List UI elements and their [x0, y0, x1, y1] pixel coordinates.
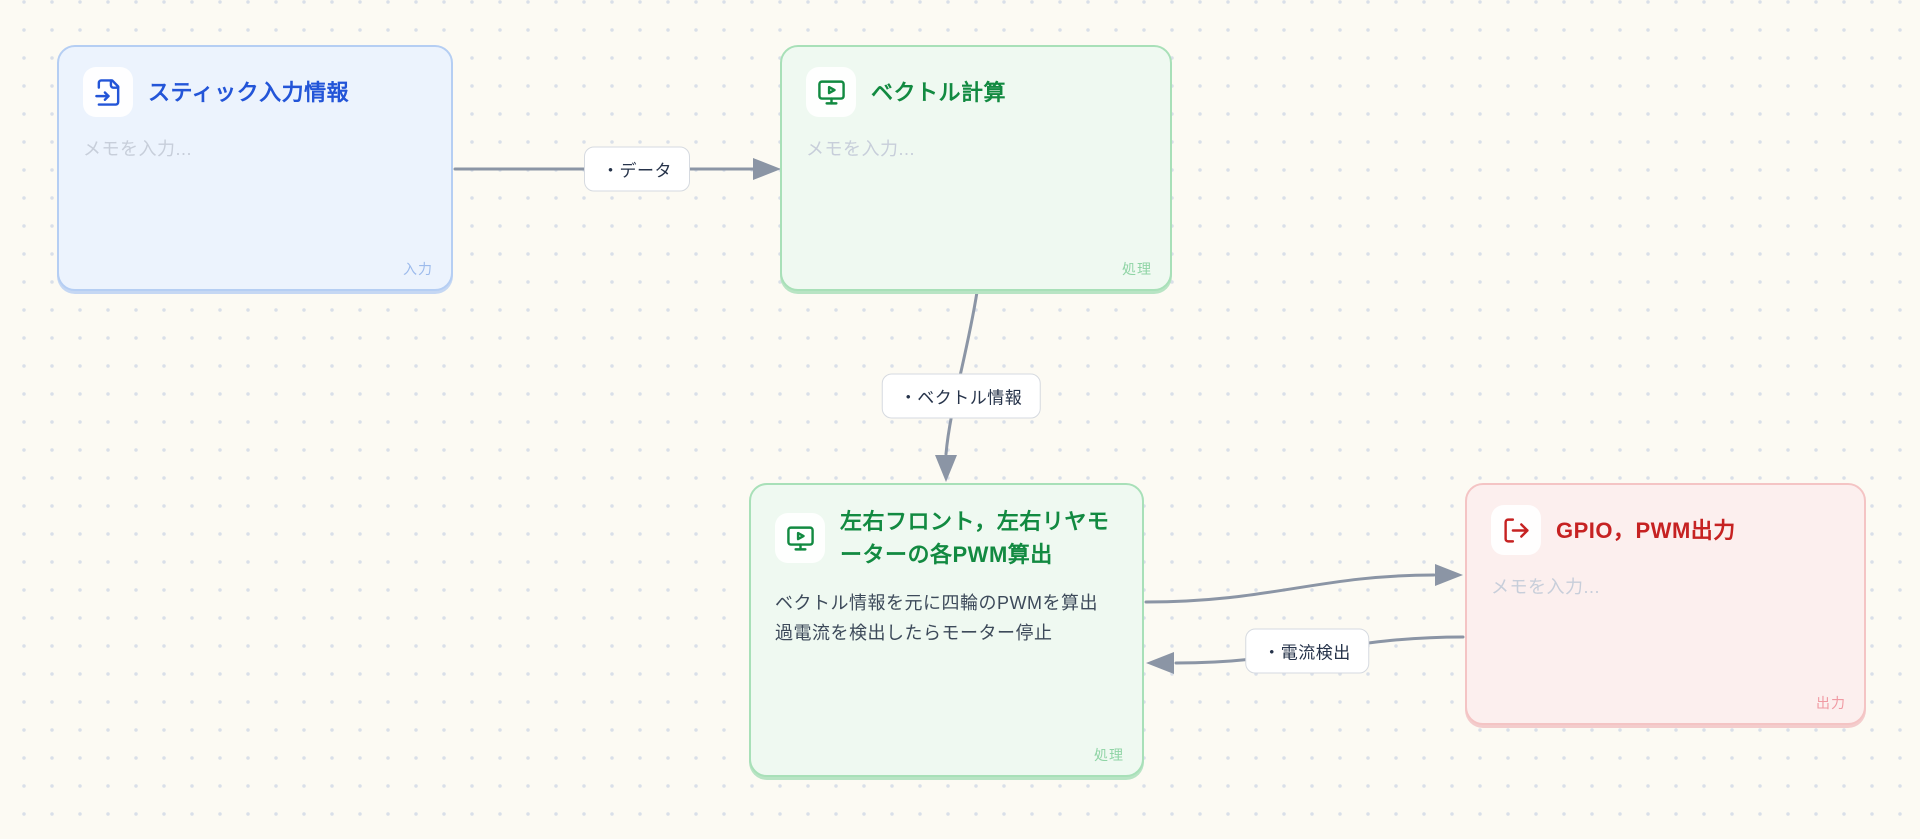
memo-line: ベクトル情報を元に四輪のPWMを算出 [775, 593, 1098, 613]
node-pwm-calc[interactable]: 左右フロント，左右リヤモーターの各PWM算出 ベクトル情報を元に四輪のPWMを算… [749, 483, 1144, 777]
memo-input[interactable]: ベクトル情報を元に四輪のPWMを算出 過電流を検出したらモーター停止 [775, 589, 1118, 648]
file-input-icon [83, 67, 133, 117]
node-stick-input[interactable]: スティック入力情報 メモを入力... 入力 [57, 45, 453, 291]
monitor-play-icon [775, 513, 825, 563]
edge-label-vector[interactable]: ・ベクトル情報 [881, 373, 1041, 419]
node-type-badge: 出力 [1816, 695, 1846, 711]
node-title: GPIO，PWM出力 [1556, 517, 1736, 543]
node-type-badge: 処理 [1122, 261, 1152, 277]
node-vector-calc[interactable]: ベクトル計算 メモを入力... 処理 [780, 45, 1172, 291]
log-out-icon [1491, 505, 1541, 555]
edge-label-data[interactable]: ・データ [584, 146, 690, 192]
node-type-badge: 入力 [403, 261, 433, 277]
node-type-badge: 処理 [1094, 747, 1124, 763]
memo-input[interactable]: メモを入力... [83, 139, 193, 159]
node-title: ベクトル計算 [871, 79, 1007, 105]
memo-input[interactable]: メモを入力... [806, 139, 916, 159]
node-header: ベクトル計算 [806, 67, 1146, 117]
node-header: GPIO，PWM出力 [1491, 505, 1840, 555]
node-title: スティック入力情報 [148, 79, 350, 105]
edge-label-current[interactable]: ・電流検出 [1245, 628, 1369, 674]
node-title: 左右フロント，左右リヤモーターの各PWM算出 [840, 509, 1110, 567]
edge-pwm-out[interactable] [1144, 564, 1463, 604]
node-header: 左右フロント，左右リヤモーターの各PWM算出 [775, 505, 1118, 571]
monitor-play-icon [806, 67, 856, 117]
memo-input[interactable]: メモを入力... [1491, 577, 1601, 597]
memo-line: 過電流を検出したらモーター停止 [775, 622, 1053, 643]
node-gpio-output[interactable]: GPIO，PWM出力 メモを入力... 出力 [1465, 483, 1866, 725]
node-header: スティック入力情報 [83, 67, 427, 117]
